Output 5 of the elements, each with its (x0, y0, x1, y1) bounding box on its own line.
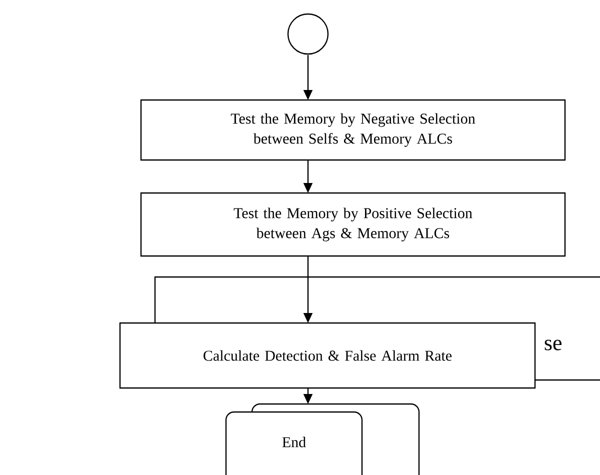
process-box: Test the Memory by Positive Selection between Ags & Memory ALCs (140, 192, 566, 257)
terminal-box: End (225, 411, 363, 475)
process-box: Calculate Detection & False Alarm Rate (119, 322, 536, 389)
process-box: Test the Memory by Negative Selection between Selfs & Memory ALCs (140, 99, 566, 161)
start-circle (287, 13, 329, 55)
